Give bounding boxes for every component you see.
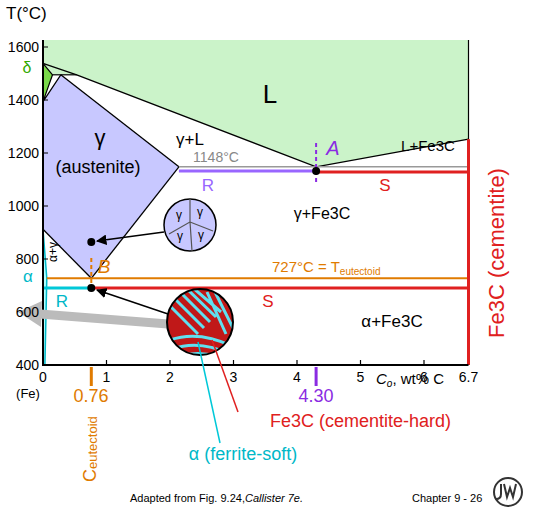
a3-line	[43, 229, 91, 278]
micrograph-outline	[163, 198, 217, 252]
axis-title: C	[376, 370, 387, 387]
eutectic-line	[179, 166, 469, 168]
delta-boundary	[43, 63, 61, 101]
eutectic-composition-line	[315, 143, 317, 185]
lever-arm-r	[179, 170, 316, 173]
solidus-line	[61, 75, 179, 167]
grain-label: γ	[177, 230, 183, 242]
axis-annotation: C	[80, 469, 101, 482]
tick-label: 2	[166, 369, 174, 385]
subscript: o	[387, 378, 393, 390]
tick-label: 800	[16, 251, 39, 267]
lever-segment-label: S	[379, 176, 390, 196]
lever-arm-s	[316, 171, 468, 174]
temperature-label: 727°C = T	[272, 258, 340, 275]
phase-label: δ	[23, 59, 32, 77]
grain-label: γ	[176, 209, 182, 221]
state-point	[312, 167, 320, 175]
phase-label: (austenite)	[55, 157, 140, 178]
tick-label: 400	[16, 357, 39, 373]
tick-label: 1000	[8, 198, 39, 214]
lever-arm-r	[44, 287, 91, 290]
phase-label: α+γ	[47, 242, 61, 262]
tick-label: 1200	[8, 145, 39, 161]
axis-title: , wt% C	[392, 370, 444, 387]
lever-segment-label: R	[56, 292, 68, 312]
composition-label: 0.76	[73, 386, 108, 407]
phase-label: α	[23, 267, 33, 287]
micrograph-circle: γγγγ	[163, 198, 217, 252]
point-label: B	[98, 256, 111, 278]
cementite-line	[467, 139, 470, 365]
tick-label: 6.7	[459, 369, 478, 385]
lever-arm-s	[91, 287, 468, 290]
page-number: Chapter 9 - 26	[412, 492, 482, 505]
pointer-arrow	[97, 232, 164, 241]
liquidus-line	[43, 63, 469, 166]
state-point	[87, 284, 95, 292]
axis-note: (Fe)	[16, 387, 40, 402]
pearlite-micrograph	[165, 287, 238, 362]
tick-label: 3	[230, 369, 238, 385]
lever-segment-label: S	[262, 292, 273, 312]
eutectoid-composition-line	[90, 258, 92, 288]
publisher-logo	[496, 484, 516, 499]
eutectoid-line	[47, 277, 469, 279]
austenite-region	[43, 75, 179, 278]
magnify-arrow	[40, 314, 168, 324]
composition-marker	[90, 367, 93, 386]
composition-label: 4.30	[298, 386, 333, 407]
tick-label: 5	[357, 369, 365, 385]
phase-label: γ	[95, 125, 106, 150]
phase-label: γ+L	[176, 130, 204, 150]
tick-label: 1	[103, 369, 111, 385]
leader-line	[198, 342, 220, 443]
grain-label: γ	[197, 206, 203, 218]
leader-line	[212, 340, 238, 412]
composition-marker	[315, 367, 318, 386]
phase-label: α+Fe3C	[361, 312, 422, 332]
phase-label: Fe3C (cementite)	[484, 168, 509, 338]
phase-label: L	[263, 80, 277, 110]
tick-label: 0	[39, 369, 47, 385]
tick-label: 1400	[8, 92, 39, 108]
source-note: Callister 7e.	[245, 492, 303, 505]
phase-label: L+Fe3C	[401, 137, 455, 154]
publisher-logo	[494, 478, 522, 506]
grain-boundary	[169, 199, 213, 251]
source-note: Adapted from Fig. 9.24,	[130, 492, 245, 505]
callout-label: Fe3C (cementite-hard)	[270, 411, 451, 432]
peritectic-line	[53, 74, 77, 75]
lever-segment-label: R	[202, 176, 214, 196]
micrograph-outline	[167, 289, 233, 355]
grain-label: γ	[198, 229, 204, 241]
pointer-arrow	[97, 290, 168, 314]
tick-label: 1600	[8, 39, 39, 55]
axis-title: T(°C)	[6, 4, 47, 24]
tick-label: 4	[293, 369, 301, 385]
phase-label: γ+Fe3C	[294, 205, 350, 223]
subscript: eutectoid	[340, 266, 381, 278]
state-point	[87, 238, 95, 246]
temperature-label: 1148°C	[193, 149, 239, 165]
tick-label: 600	[16, 304, 39, 320]
subscript: eutectoid	[86, 416, 101, 469]
grain-disc	[164, 199, 216, 251]
plot-frame	[468, 40, 469, 139]
callout-label: α (ferrite-soft)	[189, 444, 297, 465]
point-label: A	[326, 137, 339, 160]
